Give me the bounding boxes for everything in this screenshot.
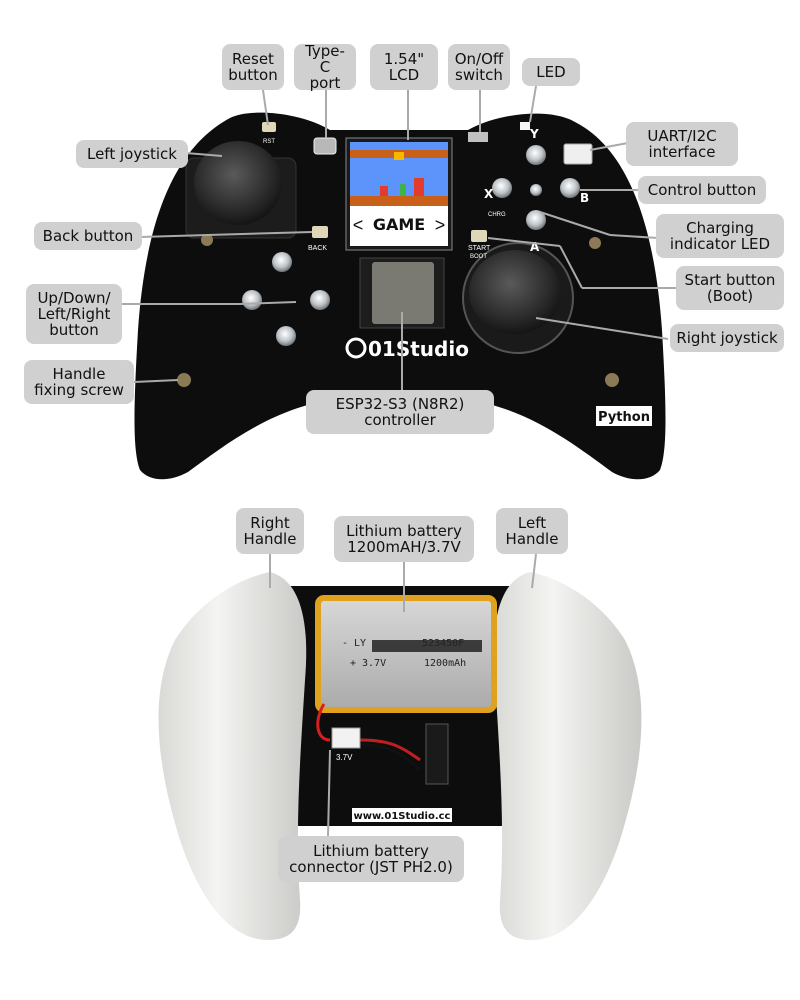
leader-lines-top: [110, 85, 678, 390]
label-y: Y: [529, 127, 539, 141]
dpad-up[interactable]: [272, 252, 292, 272]
status-led: [520, 122, 530, 130]
battery-text-2r: 1200mAh: [424, 658, 466, 669]
callout-esp32: ESP32-S3 (N8R2) controller: [306, 390, 494, 434]
callout-start-button: Start button (Boot): [676, 266, 784, 310]
callout-right-joystick: Right joystick: [670, 324, 784, 352]
callout-battery: Lithium battery 1200mAH/3.7V: [334, 516, 474, 562]
callout-left-handle: Left Handle: [496, 508, 568, 554]
battery-text-1r: 523450F: [422, 638, 464, 649]
callout-led: LED: [522, 58, 580, 86]
start-button[interactable]: [471, 230, 487, 242]
dpad-down[interactable]: [276, 326, 296, 346]
label-a: A: [530, 240, 540, 254]
callout-dpad: Up/Down/ Left/Right button: [26, 284, 122, 344]
python-label: Python: [598, 410, 650, 425]
studio-logo-icon: [345, 337, 367, 359]
brand-logo-text: 01Studio: [368, 337, 469, 361]
screw-right-bottom: [605, 373, 619, 387]
lcd-game-bar: [350, 206, 448, 246]
lipo-battery: [315, 595, 497, 713]
lcd-game-text: GAME: [373, 215, 425, 234]
button-x[interactable]: [492, 178, 512, 198]
lcd-arrow-left: <: [353, 215, 364, 235]
button-y[interactable]: [526, 145, 546, 165]
dpad-right[interactable]: [310, 290, 330, 310]
onoff-switch[interactable]: [468, 132, 488, 142]
right-joystick[interactable]: [469, 250, 561, 334]
silk-rst: RST: [263, 139, 275, 145]
uart-connector: [563, 143, 593, 165]
left-handle: [493, 572, 642, 940]
callout-battery-connector: Lithium battery connector (JST PH2.0): [278, 836, 464, 882]
esp32-module: [372, 262, 434, 324]
bottom-assembly: [158, 572, 642, 940]
battery-barcode: [372, 640, 482, 652]
typec-port: [313, 137, 337, 155]
callout-typec-port: Type-C port: [294, 43, 356, 91]
right-handle: [158, 572, 307, 940]
silk-boot: BOOT: [470, 254, 487, 260]
callout-uart-i2c: UART/I2C interface: [626, 122, 738, 166]
label-b: B: [580, 191, 589, 205]
dpad-left[interactable]: [242, 290, 262, 310]
top-pcb: [134, 112, 666, 480]
screw-left-mid: [201, 234, 213, 246]
callout-charging-led: Charging indicator LED: [656, 214, 784, 258]
button-a[interactable]: [526, 210, 546, 230]
screw-right-mid: [589, 237, 601, 249]
callout-control-button: Control button: [638, 176, 766, 204]
callout-left-joystick: Left joystick: [76, 140, 188, 168]
lcd-arrow-right: >: [435, 215, 446, 235]
label-x: X: [484, 187, 494, 201]
callout-back-button: Back button: [34, 222, 142, 250]
silk-chrg: CHRG: [488, 212, 506, 218]
battery-text-1l: - LY: [342, 638, 366, 649]
callout-onoff-switch: On/Off switch: [448, 44, 510, 90]
jst-connector: [331, 727, 361, 749]
screw-left-bottom: [177, 373, 191, 387]
silk-back: BACK: [308, 245, 327, 252]
left-joystick[interactable]: [194, 141, 282, 225]
callout-lcd: 1.54" LCD: [370, 44, 438, 90]
reset-button[interactable]: [262, 122, 276, 132]
button-b[interactable]: [560, 178, 580, 198]
back-button[interactable]: [312, 226, 328, 238]
battery-text-2l: + 3.7V: [350, 658, 386, 669]
callout-reset-button: Reset button: [222, 44, 284, 90]
callout-handle-screw: Handle fixing screw: [24, 360, 134, 404]
callout-right-handle: Right Handle: [236, 508, 304, 554]
website-label: www.01Studio.cc: [353, 811, 450, 822]
connector-voltage-label: 3.7V: [336, 753, 353, 762]
silk-start: START: [468, 245, 491, 252]
leader-lines-bottom: [269, 553, 537, 837]
